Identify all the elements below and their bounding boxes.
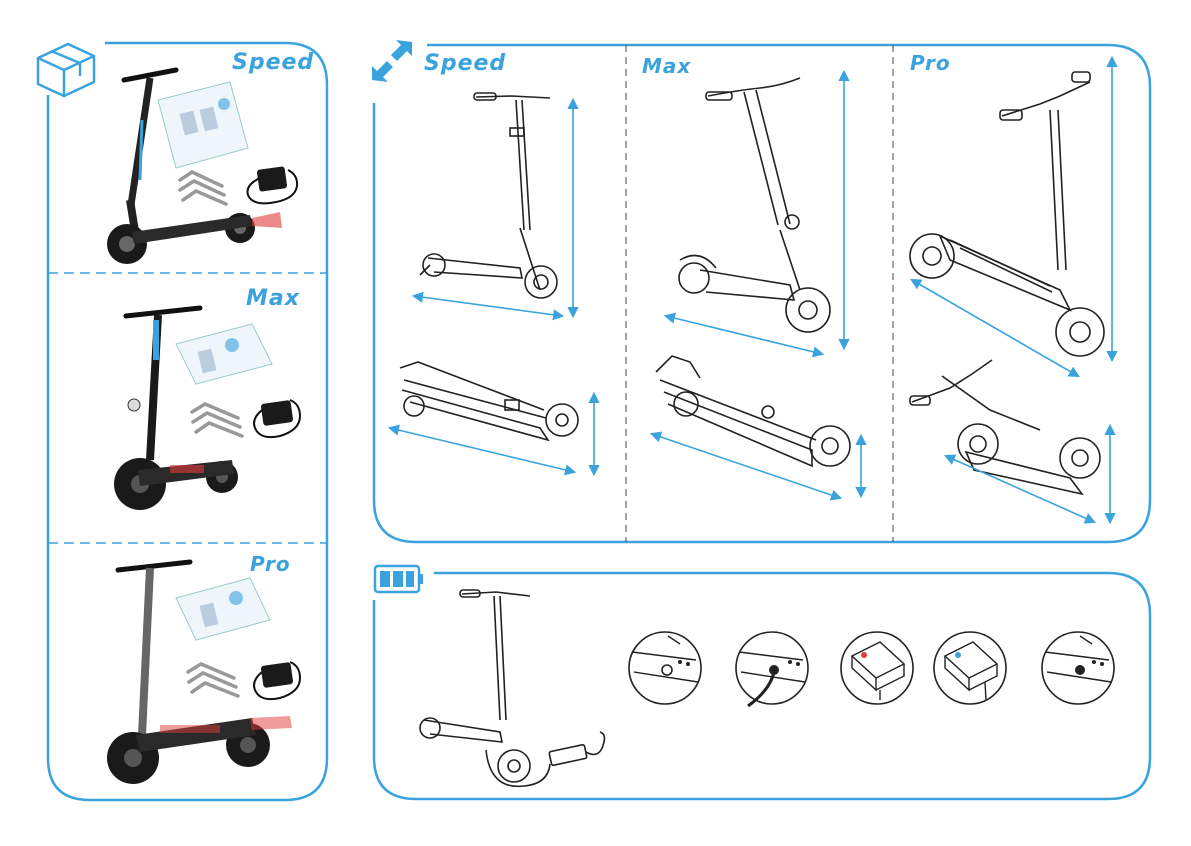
max-allen-keys [192,404,242,436]
max-unfolded-drawing [679,78,830,332]
pro-unfolded-drawing [910,72,1104,356]
box-max-logo: Max [246,286,300,311]
max-box-contents [114,308,300,510]
max-folded-drawing [656,356,850,466]
charge-step-plug-in [736,632,808,706]
pro-box-contents [107,562,300,784]
package-box-icon [38,44,94,96]
dimensions-pro-logo: Pro [910,51,951,75]
dimensions-panel [372,40,1150,542]
pro-manual [176,578,270,640]
pro-charger [254,662,300,699]
speed-charger [248,166,298,203]
box-pro-logo: Pro [250,552,291,576]
charging-scooter-drawing [420,590,605,786]
dimensions-max-logo: Max [642,54,691,78]
max-charger [254,400,300,437]
charge-step-open-port [629,632,701,704]
charge-step-charger-green [934,632,1006,704]
charging-panel [374,566,1150,799]
box-speed-logo: Speed [232,50,314,75]
resize-arrows-icon [372,40,412,82]
speed-unfolded-drawing [420,93,557,298]
pro-allen-keys [188,664,238,696]
max-manual [176,324,272,384]
speed-folded-drawing [400,362,578,440]
speed-allen-keys [180,172,226,204]
battery-icon [375,566,423,592]
speed-manual [158,82,248,168]
speed-box-contents [107,70,297,264]
charge-step-charger-red [841,632,913,704]
box-contents-panel [38,43,327,800]
charge-step-close-port [1042,632,1114,704]
pro-folded-drawing [910,360,1100,494]
dimensions-speed-logo: Speed [424,51,506,76]
